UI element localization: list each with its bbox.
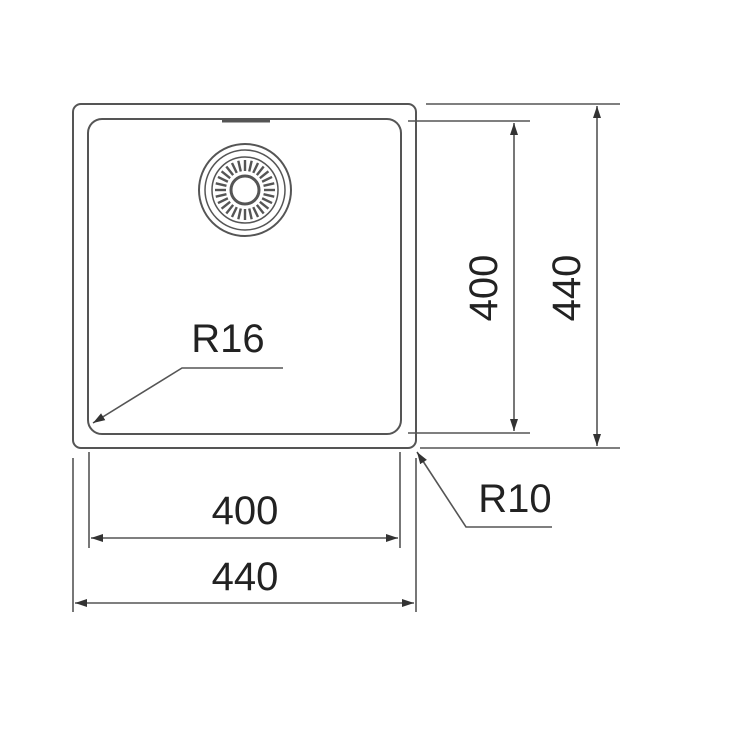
drain-slot: [237, 160, 242, 172]
drain-slot: [252, 206, 260, 218]
drain-slot: [261, 175, 273, 183]
outer-width-label: 440: [212, 555, 279, 599]
inner-bowl: [87, 118, 402, 435]
drain-slot: [255, 204, 265, 215]
width-dimensions: 400 440: [72, 452, 417, 612]
height-dimensions: 400 440: [408, 103, 620, 449]
drain-slot: [230, 162, 238, 174]
drain-slot: [259, 200, 270, 210]
drain-slot: [217, 197, 229, 205]
outer-height-label: 440: [545, 255, 589, 322]
strainer-drain-icon: [198, 143, 292, 237]
drain-slot: [215, 182, 227, 187]
drain-slot: [230, 206, 238, 218]
inner-radius-label: R16: [191, 317, 264, 361]
drain-slot: [248, 208, 253, 220]
drain-slot: [220, 170, 231, 180]
drain-slot: [255, 165, 265, 176]
drain-slot: [252, 162, 260, 174]
drain-slot: [225, 165, 235, 176]
sink-outline: [72, 103, 417, 449]
drain-slot: [248, 160, 253, 172]
drain-slot: [259, 170, 270, 180]
outer-radius-leader: [416, 451, 552, 528]
radius-callouts: R16 R10: [92, 317, 552, 528]
drain-slot: [263, 193, 275, 198]
drain-slot: [215, 193, 227, 198]
drain-slot: [237, 208, 242, 220]
drain-slot: [217, 175, 229, 183]
drain-slot: [220, 200, 231, 210]
drain-slot: [263, 182, 275, 187]
outer-radius-label: R10: [478, 477, 551, 521]
drain-slot: [225, 204, 235, 215]
inner-radius-leader: [92, 367, 283, 424]
drain-slot: [261, 197, 273, 205]
inner-height-label: 400: [462, 255, 506, 322]
outer-rim: [72, 103, 417, 449]
inner-width-label: 400: [212, 489, 279, 533]
